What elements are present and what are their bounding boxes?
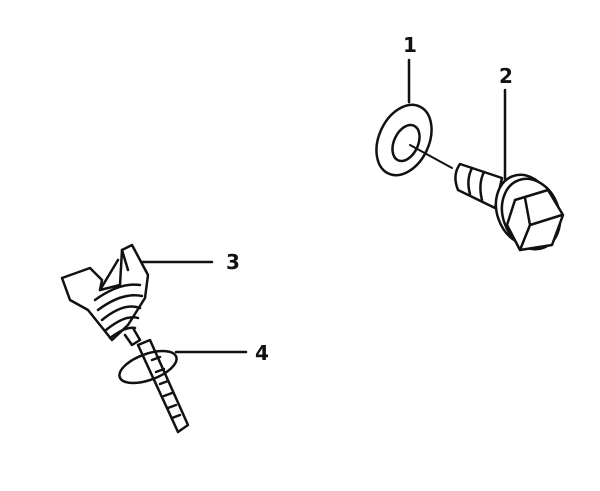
callout-3: 3 [226,250,240,274]
o-ring-drawing [118,349,178,385]
drain-bolt-drawing [454,162,565,252]
callout-4: 4 [255,341,269,365]
filler-plug-drawing [60,243,190,434]
callout-1: 1 [403,33,417,57]
callout-2: 2 [499,64,513,88]
washer-drawing [375,103,453,177]
